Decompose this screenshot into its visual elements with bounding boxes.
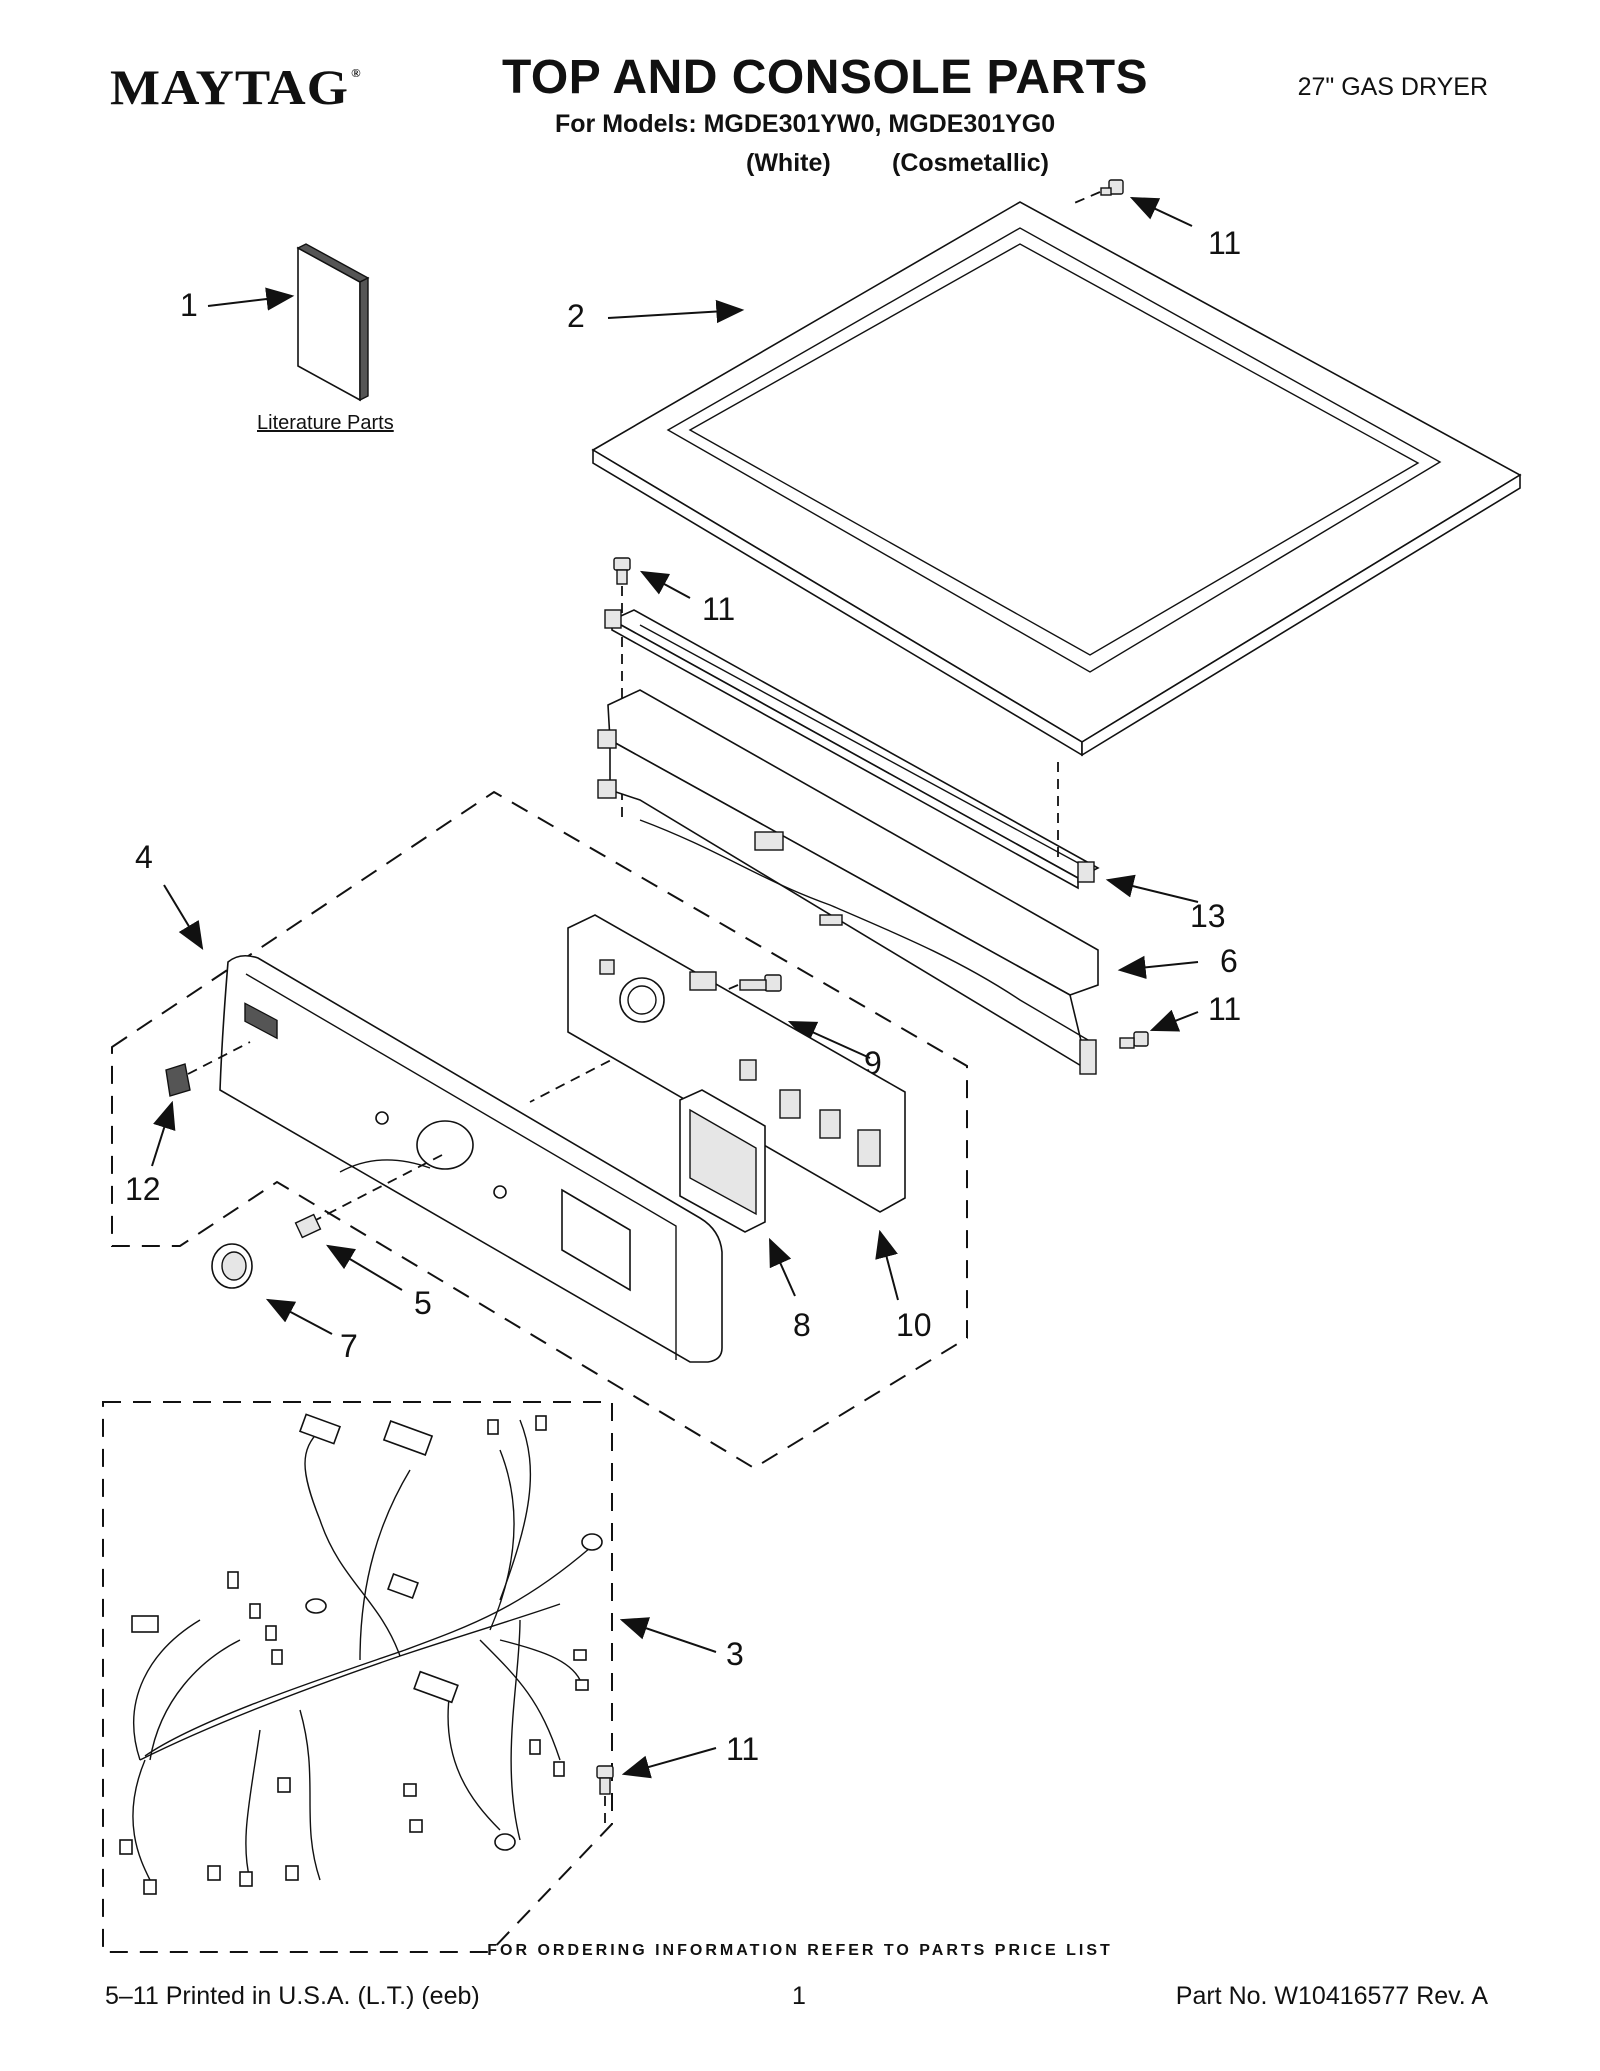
- callout-13: 13: [1190, 898, 1226, 934]
- leader-7: [265, 1298, 333, 1335]
- knob-clip: [294, 1213, 322, 1239]
- callout-11b: 11: [702, 591, 735, 627]
- control-board: [567, 914, 906, 1213]
- wire-harness: [119, 1413, 603, 1895]
- leader-2: [607, 299, 745, 324]
- dashed-knob-axis: [311, 1154, 443, 1223]
- callout-2: 2: [567, 298, 585, 334]
- console-bracket: [597, 689, 1099, 1075]
- console-assembly-boundary: [111, 790, 968, 1470]
- dashed-button-axis: [187, 1041, 251, 1075]
- registered-mark: ®: [351, 66, 362, 80]
- callout-11a: 11: [1208, 225, 1241, 261]
- leader-10: [875, 1229, 899, 1301]
- models-subtitle: For Models: MGDE301YW0, MGDE301YG0: [555, 110, 1056, 138]
- page-title: TOP AND CONSOLE PARTS: [501, 51, 1149, 104]
- literature-booklet: [296, 243, 370, 402]
- screw-bracket-right: [1119, 1031, 1149, 1049]
- callout-3: 3: [726, 1636, 744, 1672]
- leader-1: [207, 287, 295, 311]
- leader-9: [787, 1021, 871, 1059]
- callout-1: 1: [180, 287, 198, 323]
- callout-7: 7: [340, 1328, 358, 1364]
- literature-parts-label: Literature Parts: [257, 412, 394, 434]
- ordering-note: FOR ORDERING INFORMATION REFER TO PARTS …: [487, 1942, 1113, 1959]
- leader-11d: [621, 1747, 717, 1779]
- callout-10: 10: [896, 1307, 932, 1343]
- callout-6: 6: [1220, 943, 1238, 979]
- screw-console: [709, 974, 782, 998]
- screw-top-right: [1071, 179, 1124, 205]
- leader-4: [163, 884, 204, 950]
- part-number: Part No. W10416577 Rev. A: [1175, 1982, 1488, 2010]
- brand-logo: MAYTAG®: [110, 58, 362, 116]
- screw-harness: [596, 1765, 614, 1830]
- leader-11a: [1129, 197, 1193, 227]
- knob: [211, 1243, 253, 1289]
- leader-12: [151, 1100, 176, 1167]
- color-white-label: (White): [746, 149, 831, 177]
- brand-name: MAYTAG: [110, 59, 349, 115]
- callout-8: 8: [793, 1307, 811, 1343]
- callout-12: 12: [125, 1171, 161, 1207]
- console-panel: [219, 954, 723, 1363]
- button-insert: [165, 1063, 191, 1097]
- leader-3: [619, 1617, 717, 1653]
- callout-4: 4: [135, 839, 153, 875]
- leader-5: [325, 1244, 403, 1291]
- callout-11c: 11: [1208, 991, 1241, 1027]
- leader-8: [769, 1237, 796, 1297]
- display-lens: [679, 1089, 766, 1233]
- color-cosmetallic-label: (Cosmetallic): [892, 149, 1049, 177]
- leader-11c: [1149, 1009, 1199, 1032]
- wire-harness-boundary: [102, 1401, 613, 1953]
- callout-5: 5: [414, 1285, 432, 1321]
- product-type: 27" GAS DRYER: [1297, 73, 1488, 101]
- page-number: 1: [792, 1982, 806, 2010]
- print-info: 5–11 Printed in U.S.A. (L.T.) (eeb): [105, 1982, 480, 2010]
- top-panel: [591, 201, 1522, 757]
- callout-11d: 11: [726, 1731, 759, 1767]
- leader-6: [1117, 955, 1199, 979]
- top-bracket: [604, 609, 1100, 890]
- leader-13: [1105, 874, 1199, 903]
- leader-11b: [639, 570, 691, 599]
